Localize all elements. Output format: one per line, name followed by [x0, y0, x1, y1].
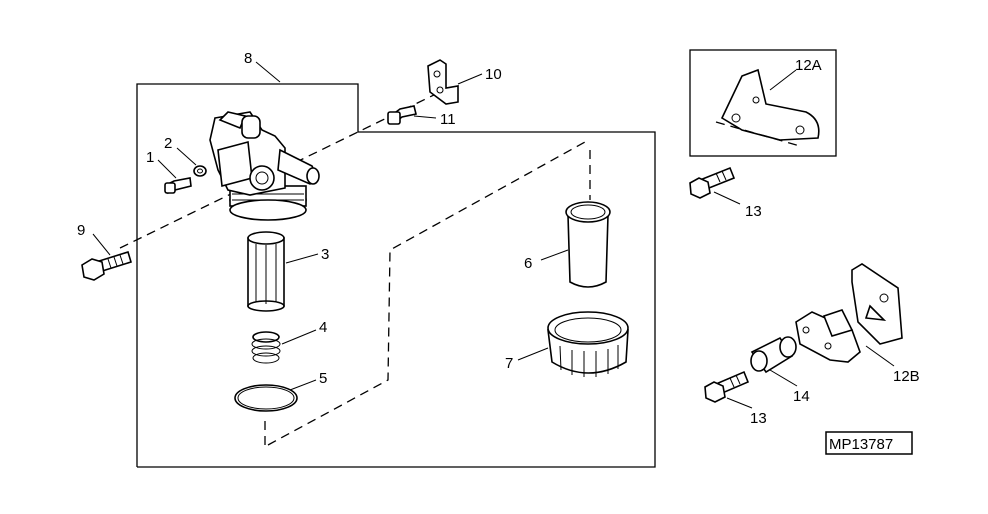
- callout-8: 8: [244, 50, 252, 67]
- leader-11: [413, 115, 437, 119]
- washer-part-2: [193, 165, 207, 177]
- leader-13-upper: [713, 191, 741, 205]
- screw-part-1: [164, 177, 192, 195]
- filter-head-part-8: [209, 111, 320, 221]
- reference-code-box: [825, 431, 913, 455]
- callout-12b: 12B: [893, 368, 920, 385]
- spacer-part-14: [750, 336, 797, 374]
- callout-13-upper: 13: [745, 203, 762, 220]
- bolt-part-9: [81, 250, 132, 281]
- bowl-part-6: [565, 201, 611, 288]
- leader-5: [289, 379, 317, 391]
- callout-4: 4: [319, 319, 327, 336]
- bracket-part-12b: [795, 263, 903, 363]
- leader-9: [92, 233, 111, 256]
- retaining-ring-part-7: [547, 311, 629, 377]
- callout-14: 14: [793, 388, 810, 405]
- filter-element-part-3: [247, 231, 285, 312]
- callout-13-lower: 13: [750, 410, 767, 427]
- callout-2: 2: [164, 135, 172, 152]
- leader-1: [157, 159, 177, 179]
- leader-14: [769, 369, 798, 387]
- leader-2: [176, 147, 197, 166]
- bolt-part-13-upper: [689, 166, 736, 199]
- leader-10: [457, 73, 483, 85]
- bolt-part-13-lower: [704, 370, 750, 403]
- leader-8: [255, 61, 281, 83]
- leader-7: [517, 347, 549, 361]
- callout-11: 11: [440, 111, 456, 128]
- leader-12a: [769, 69, 797, 91]
- callout-3: 3: [321, 246, 329, 263]
- leader-13-lower: [726, 397, 753, 409]
- leader-6: [540, 249, 569, 261]
- frame-12a: [689, 49, 837, 157]
- leader-4: [281, 329, 317, 345]
- assembly-8-frame: [136, 83, 656, 468]
- leader-3: [285, 253, 319, 264]
- spring-part-4: [251, 331, 281, 364]
- bracket-part-12a: [715, 68, 820, 147]
- callout-10: 10: [485, 66, 502, 83]
- callout-1: 1: [146, 149, 154, 166]
- bracket-part-10: [427, 59, 459, 105]
- screw-part-11: [387, 105, 417, 125]
- leader-12b: [865, 345, 895, 367]
- reference-code: MP13787: [829, 436, 893, 453]
- callout-12a: 12A: [795, 57, 822, 74]
- o-ring-part-5: [234, 384, 298, 412]
- alignment-lines: [119, 91, 591, 446]
- callout-6: 6: [524, 255, 532, 272]
- callout-9: 9: [77, 222, 85, 239]
- callout-5: 5: [319, 370, 327, 387]
- callout-7: 7: [505, 355, 513, 372]
